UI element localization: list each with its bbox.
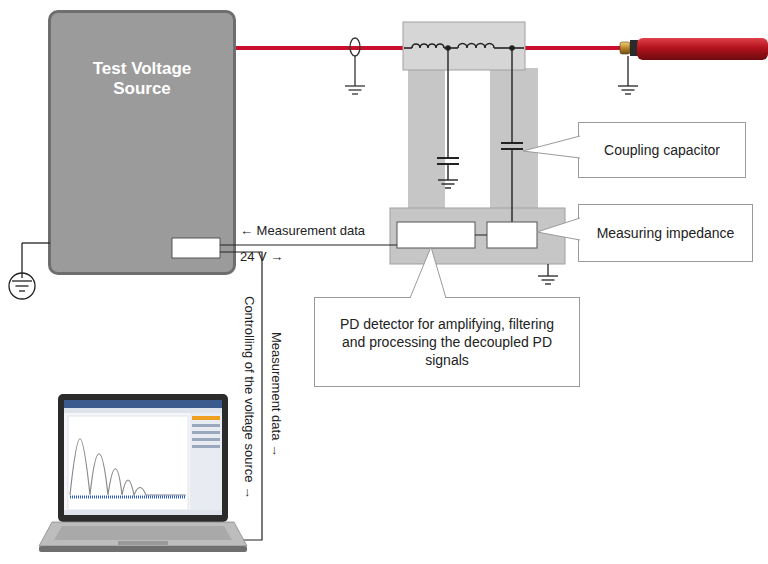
current-sensor — [345, 38, 365, 94]
node-text: Coupling capacitor — [604, 142, 720, 158]
signal-label: ← Measurement data — [240, 224, 365, 239]
laptop-illustration — [54, 526, 232, 540]
signal-label: 24 V → — [240, 250, 283, 265]
laptop-illustration — [64, 510, 222, 515]
filter-inductors — [412, 44, 444, 48]
cable-termination — [618, 85, 638, 86]
laptop-illustration — [39, 522, 247, 546]
filter-capacitor — [442, 183, 455, 184]
source-earth — [22, 242, 50, 243]
node-text: Measuring impedance — [597, 225, 735, 241]
coupling-capacitor-symbol — [501, 142, 523, 144]
ground-symbol — [547, 264, 548, 276]
source-earth — [12, 280, 32, 281]
laptop-illustration — [118, 541, 168, 545]
laptop-illustration — [192, 416, 220, 420]
coupling-capacitor-symbol — [511, 48, 512, 143]
callout-box: Measuring impedance — [578, 204, 753, 262]
callout-tails — [537, 218, 580, 240]
ground-symbol — [538, 264, 558, 284]
callout-tails — [537, 218, 580, 240]
current-sensor — [349, 89, 362, 90]
source-earth — [9, 243, 50, 299]
laptop-illustration — [70, 439, 186, 495]
callout-box: Coupling capacitor — [578, 122, 746, 178]
measuring-units — [397, 222, 475, 248]
ground-symbol — [542, 279, 555, 280]
coupling-unit-housing — [490, 68, 538, 210]
node-text: Test Voltage Source — [82, 59, 202, 100]
laptop-illustration — [192, 438, 220, 441]
current-sensor — [345, 85, 365, 86]
current-sensor — [354, 56, 355, 86]
cable-termination — [637, 38, 768, 60]
filter-inductors — [458, 44, 494, 49]
measuring-units — [475, 235, 487, 236]
filter-capacitor — [437, 157, 459, 159]
coupling-capacitor-symbol — [511, 149, 512, 222]
measuring-units — [487, 222, 537, 248]
coupling-capacitor-symbol — [501, 48, 523, 222]
callout-tails — [410, 247, 446, 298]
current-sensor — [350, 38, 360, 56]
source-earth — [9, 273, 35, 299]
callout-tails — [523, 136, 580, 158]
signal-label: Controlling of the voltage source → — [241, 296, 256, 499]
hv-cable — [235, 46, 404, 50]
coupling-unit-housing — [390, 22, 565, 264]
laptop-illustration — [192, 431, 220, 434]
signal-wires — [220, 244, 397, 245]
source-earth — [16, 285, 29, 286]
coupling-unit-housing — [390, 208, 565, 264]
laptop-illustration — [68, 416, 188, 510]
coupling-unit-housing — [408, 68, 445, 210]
laptop-illustration — [192, 424, 220, 427]
laptop-illustration — [39, 394, 247, 552]
laptop-illustration — [192, 445, 220, 448]
voltage-source-box: Test Voltage Source — [48, 10, 236, 275]
cable-termination — [620, 42, 630, 54]
cable-termination — [625, 93, 631, 94]
laptop-illustration — [70, 496, 186, 499]
cable-termination — [622, 89, 635, 90]
cable-termination — [618, 38, 768, 94]
node-text: PD detector for amplifying, filtering an… — [331, 315, 563, 370]
filter-capacitor — [445, 187, 451, 188]
laptop-illustration — [64, 400, 222, 408]
callout-box: PD detector for amplifying, filtering an… — [314, 297, 580, 387]
filter-capacitor — [437, 48, 459, 188]
filter-inductors — [494, 47, 524, 49]
signal-label: Measurement data → — [268, 332, 283, 457]
control-unit — [172, 238, 220, 258]
filter-capacitor — [447, 48, 448, 158]
current-sensor — [352, 93, 358, 94]
laptop-illustration — [58, 394, 228, 522]
callout-tails — [410, 136, 580, 298]
callout-tails — [410, 247, 446, 298]
laptop-illustration — [39, 546, 247, 552]
source-earth — [19, 290, 25, 291]
hv-cable — [524, 46, 622, 50]
filter-inductors — [404, 44, 524, 51]
signal-wires — [220, 252, 262, 540]
signal-wires — [220, 245, 397, 540]
source-earth — [21, 243, 22, 278]
cable-termination — [630, 40, 638, 56]
laptop-illustration — [190, 413, 222, 515]
filter-inductors — [404, 47, 412, 49]
ground-symbol — [545, 283, 551, 284]
cable-termination — [627, 56, 628, 86]
filter-capacitor — [438, 179, 458, 180]
ground-symbol — [538, 275, 558, 276]
coupling-unit-housing — [403, 22, 525, 70]
laptop-illustration — [64, 408, 222, 413]
measuring-units — [397, 222, 537, 248]
control-unit — [172, 238, 220, 258]
filter-capacitor — [447, 164, 448, 180]
callout-tails — [523, 136, 580, 158]
laptop-illustration — [64, 400, 222, 515]
